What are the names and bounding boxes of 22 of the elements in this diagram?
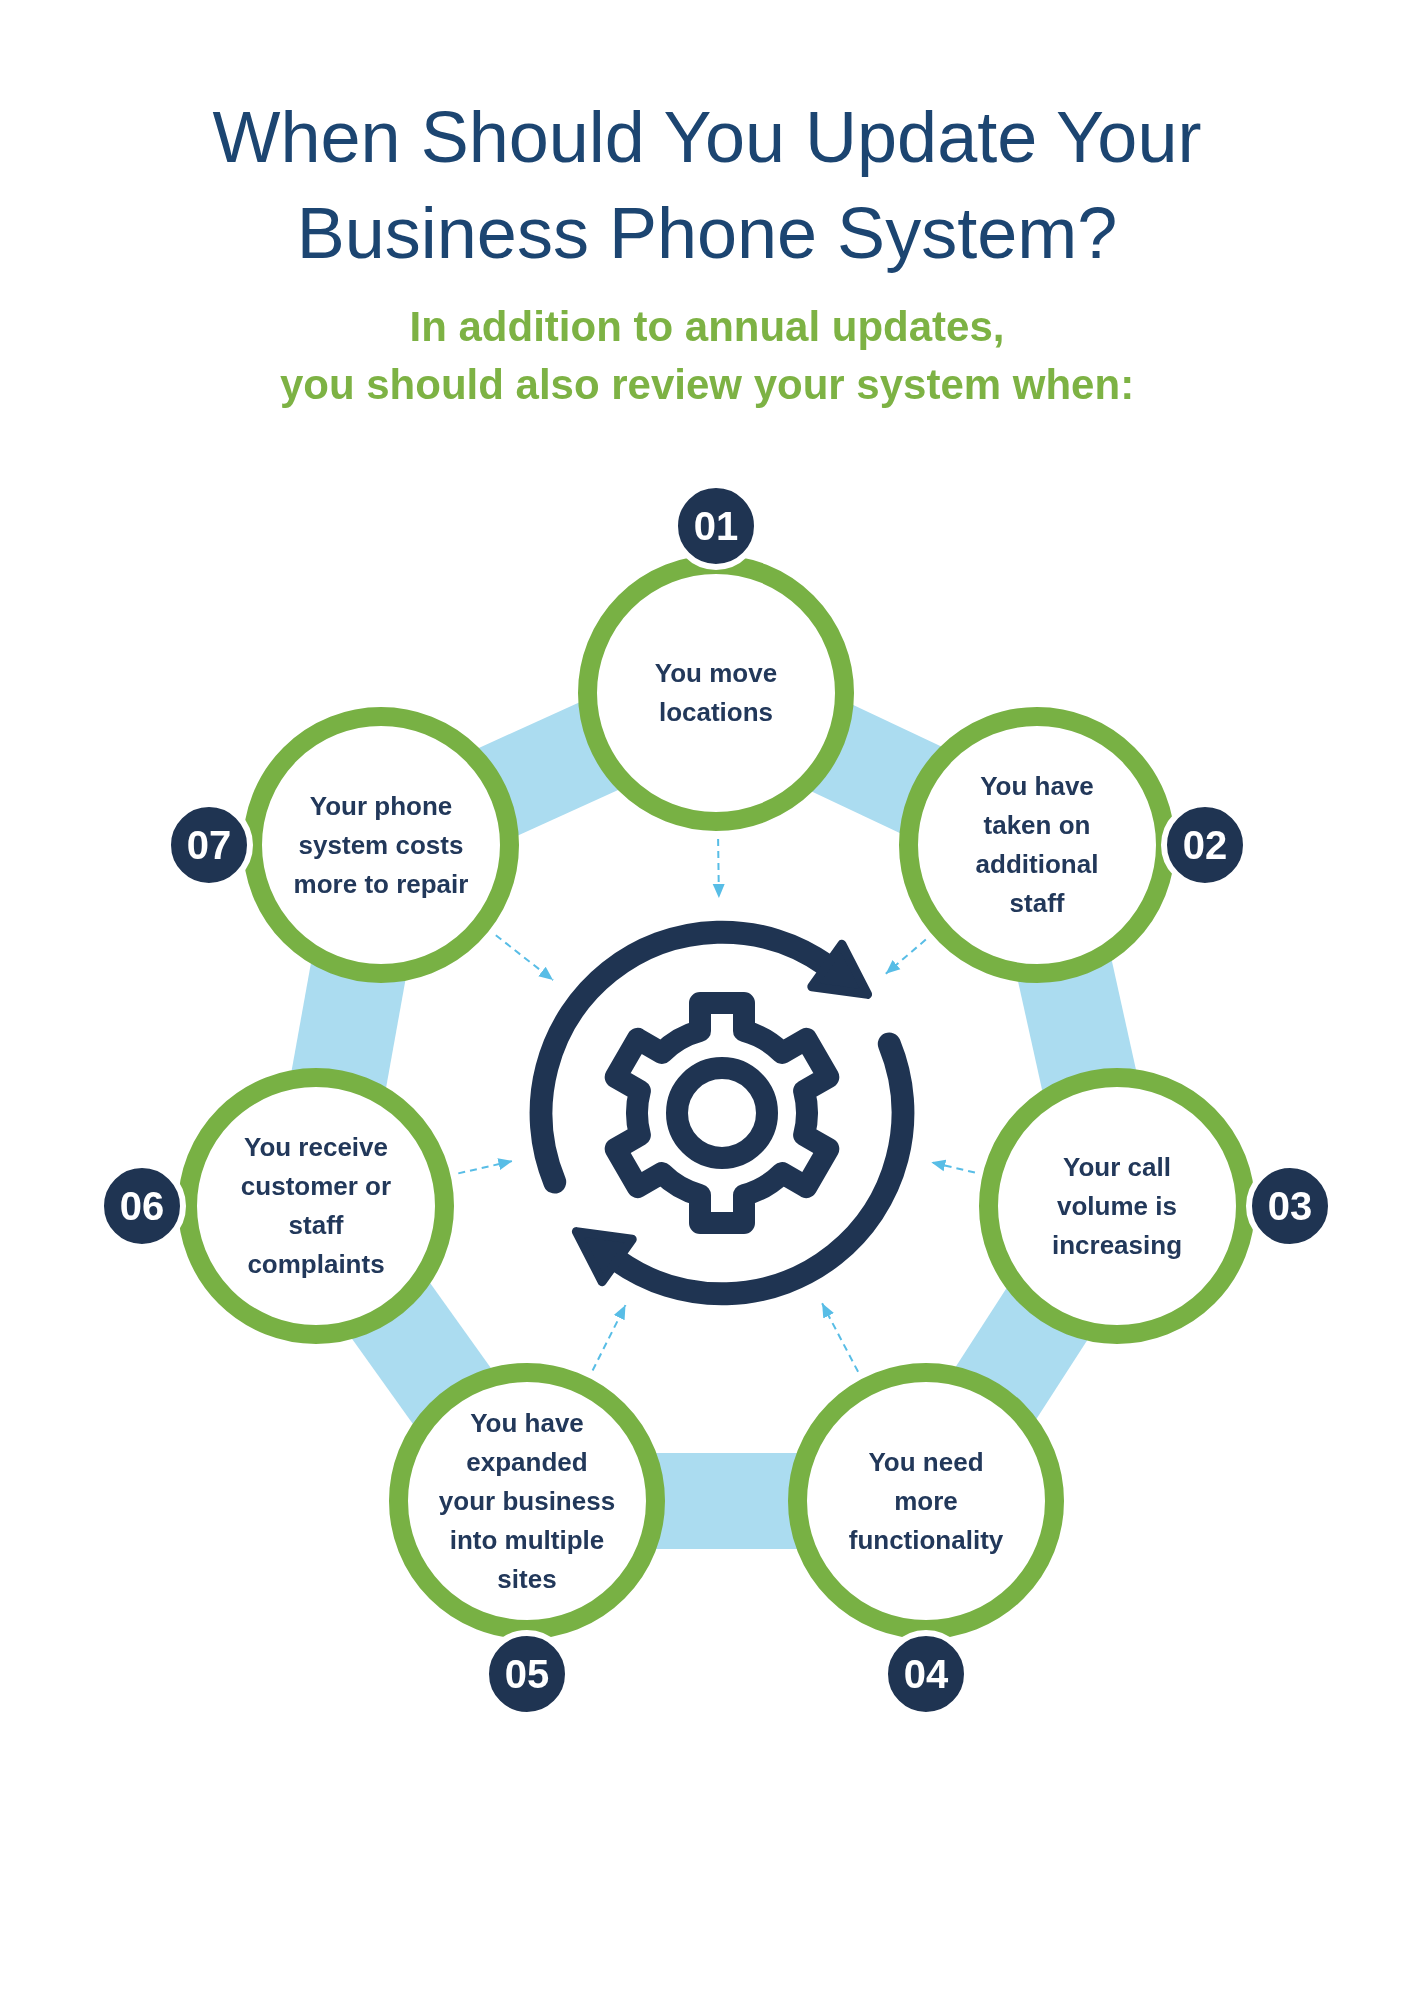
dashed-arrow bbox=[930, 1159, 976, 1174]
dashed-arrow bbox=[457, 1158, 514, 1175]
ring-band bbox=[955, 1287, 1088, 1420]
ring-band bbox=[811, 704, 942, 834]
step-text: Your phone system costs more to repair bbox=[292, 789, 470, 901]
dashed-arrow bbox=[712, 838, 725, 899]
step-text: You have expanded your business into multiple sites bbox=[437, 1406, 617, 1596]
title: When Should You Update Your Business Phone System? bbox=[211, 96, 1203, 275]
step-text: You move locations bbox=[653, 657, 779, 729]
subtitle: In addition to annual updates, you should also review your system when: bbox=[279, 302, 1135, 410]
dashed-arrow bbox=[494, 934, 554, 982]
dashed-arrow bbox=[591, 1304, 627, 1372]
ring-band bbox=[655, 1453, 798, 1549]
dashed-arrow bbox=[884, 938, 927, 975]
ring-band bbox=[351, 1282, 492, 1425]
step-text: You have taken on additional staff bbox=[974, 770, 1100, 920]
ring-band bbox=[291, 962, 406, 1089]
step-text: You receive customer or staff complaints bbox=[239, 1131, 393, 1281]
dashed-arrow bbox=[821, 1302, 860, 1373]
step-text: You need more functionality bbox=[847, 1445, 1005, 1557]
ring-band bbox=[1017, 959, 1137, 1092]
step-text: Your call volume is increasing bbox=[1050, 1150, 1184, 1262]
